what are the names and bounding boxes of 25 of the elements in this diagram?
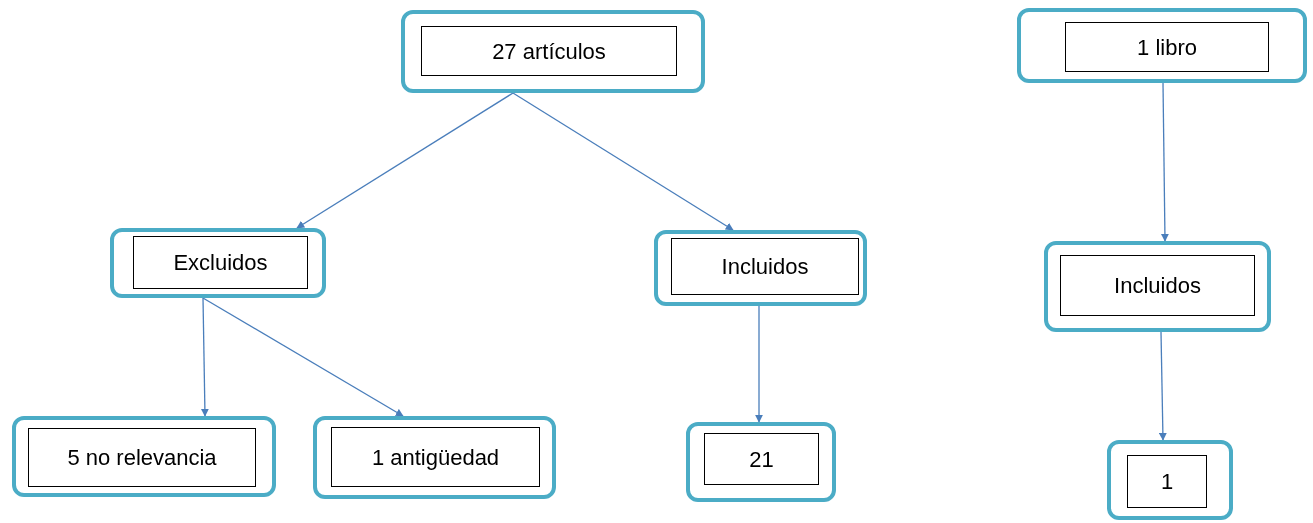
process-box <box>686 422 836 502</box>
arrow <box>1160 82 1169 242</box>
process-box <box>313 416 556 499</box>
process-box <box>1107 440 1233 520</box>
box-label: 1 <box>1160 468 1174 496</box>
arrow <box>755 305 763 423</box>
box-label: Incluidos <box>721 253 809 281</box>
box-label: 27 artículos <box>492 37 606 66</box>
box-label: 5 no relevancia <box>67 444 217 472</box>
box-label: 21 <box>749 445 774 474</box>
box-label: Incluidos <box>1114 272 1201 300</box>
box-label: 1 libro <box>1137 33 1197 62</box>
arrow <box>512 92 734 231</box>
arrow <box>202 297 404 417</box>
process-box <box>12 416 276 497</box>
arrow <box>200 297 209 417</box>
arrow <box>1158 331 1167 441</box>
process-box <box>401 10 705 93</box>
box-label: 1 antigüedad <box>371 443 500 472</box>
process-box <box>1044 241 1271 332</box>
process-box <box>1017 8 1307 83</box>
process-box <box>654 230 867 306</box>
box-label: Excluidos <box>173 249 268 277</box>
process-box <box>110 228 326 298</box>
arrow <box>296 92 514 229</box>
